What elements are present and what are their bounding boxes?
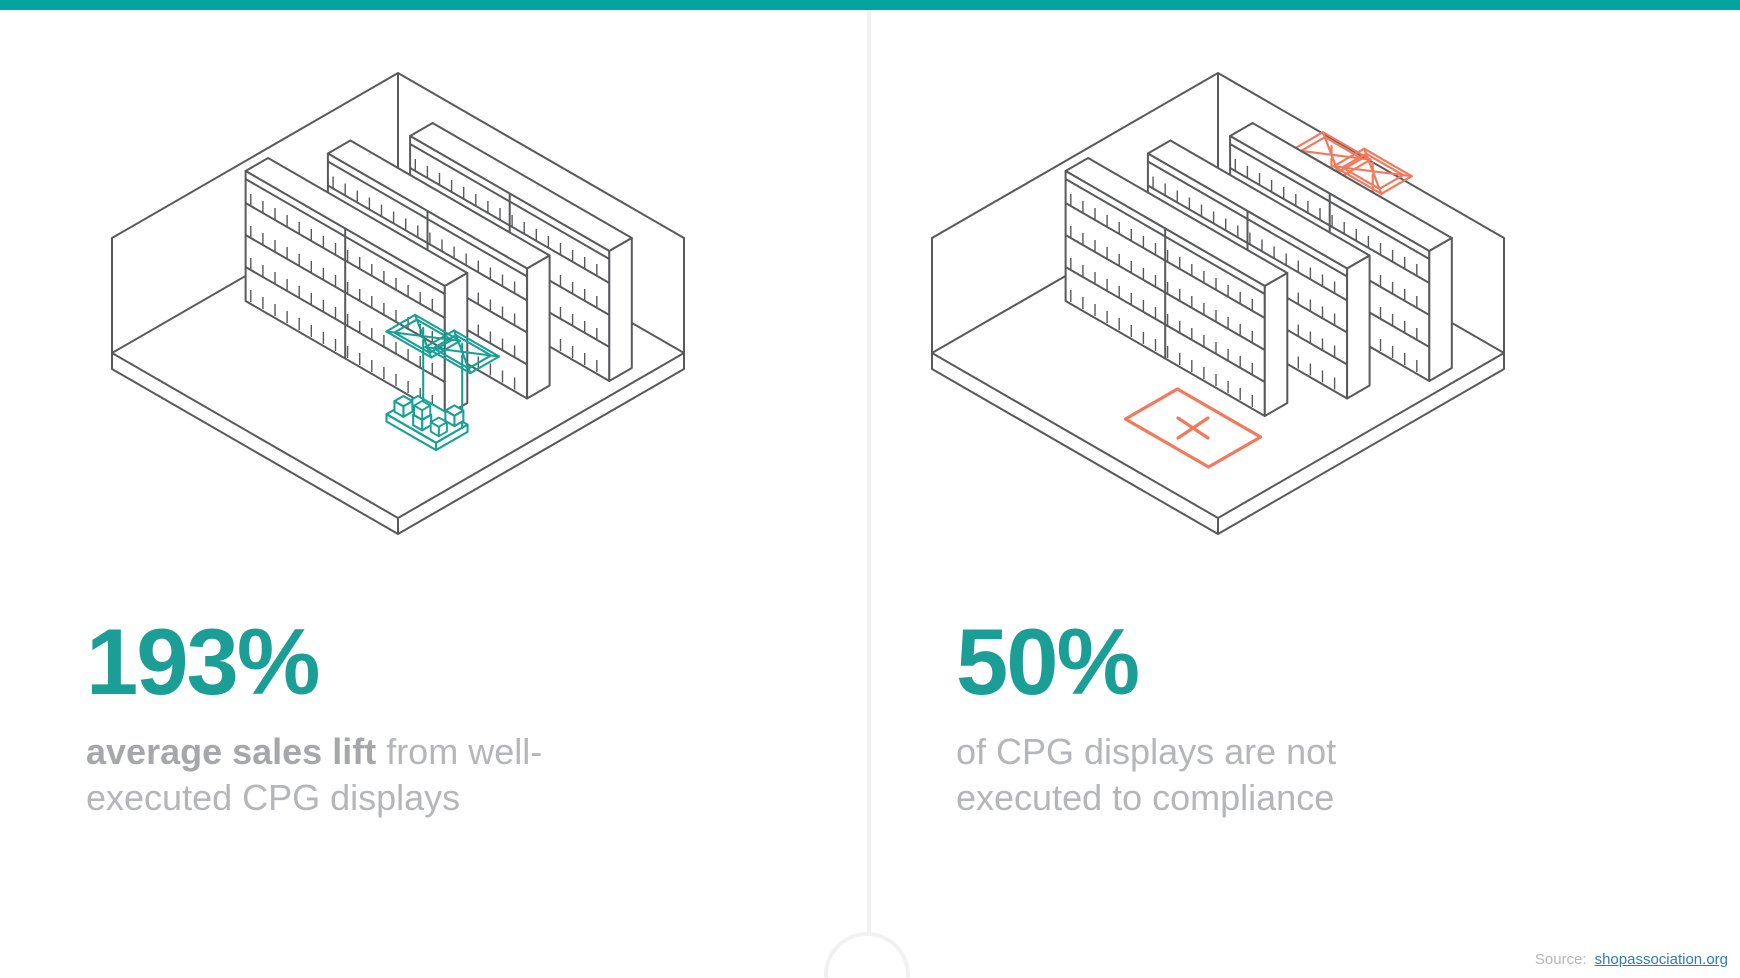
description-line: of CPG displays are not [956, 731, 1337, 772]
stat-block-left: 193% average sales lift from well- execu… [86, 615, 646, 821]
description-line: executed to compliance [956, 777, 1335, 818]
shelves-icon [246, 123, 632, 416]
store-illustration-noncompliant [931, 72, 1505, 535]
panel-well-executed: 193% average sales lift from well- execu… [0, 10, 870, 978]
stat-value-left: 193% [86, 609, 320, 714]
store-illustration-compliant [111, 72, 685, 535]
stat-value-right: 50% [956, 609, 1140, 714]
panel-divider [867, 10, 871, 934]
stat-block-right: 50% of CPG displays are not executed to … [956, 615, 1516, 821]
source-link[interactable]: shopassociation.org [1594, 951, 1728, 968]
stat-description-left: average sales lift from well- executed C… [86, 729, 646, 821]
source-attribution: Source: shopassociation.org [1535, 951, 1728, 968]
panel-not-compliant: 50% of CPG displays are not executed to … [870, 10, 1740, 978]
stat-description-right: of CPG displays are not executed to comp… [956, 729, 1516, 821]
description-line: executed CPG displays [86, 777, 461, 818]
description-line: average sales lift from well- [86, 731, 543, 772]
source-label: Source: [1534, 951, 1587, 968]
top-accent-bar [0, 0, 1740, 10]
